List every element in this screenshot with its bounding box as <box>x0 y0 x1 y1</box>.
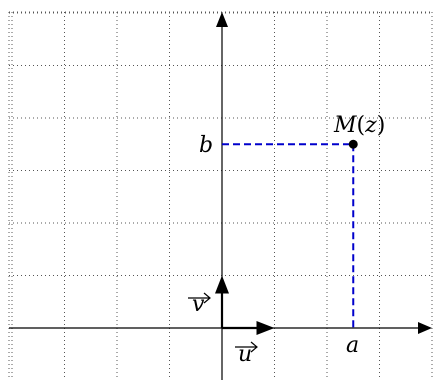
point-m <box>348 139 358 149</box>
vector-u-label-arrow-icon <box>235 341 258 353</box>
vector-u-label: u <box>238 342 252 367</box>
unit-vector-v-arrowhead <box>215 275 229 294</box>
x-coordinate-label: a <box>346 333 359 358</box>
vector-v-label: v <box>192 292 205 317</box>
vector-v-label-arrow-icon <box>188 292 211 304</box>
point-m-close-paren: ) <box>377 113 386 138</box>
unit-vector-u-arrowhead <box>256 321 275 335</box>
imaginary-axis-arrowhead <box>216 12 228 27</box>
dotted-grid <box>8 11 433 380</box>
point-m-name: M <box>333 113 357 138</box>
y-coordinate-label: b <box>199 133 213 158</box>
point-m-label: M(z) <box>333 113 385 138</box>
point-m-open-paren: ( <box>357 113 366 138</box>
point-m-argument: z <box>364 113 377 138</box>
real-axis-arrowhead <box>418 322 432 334</box>
